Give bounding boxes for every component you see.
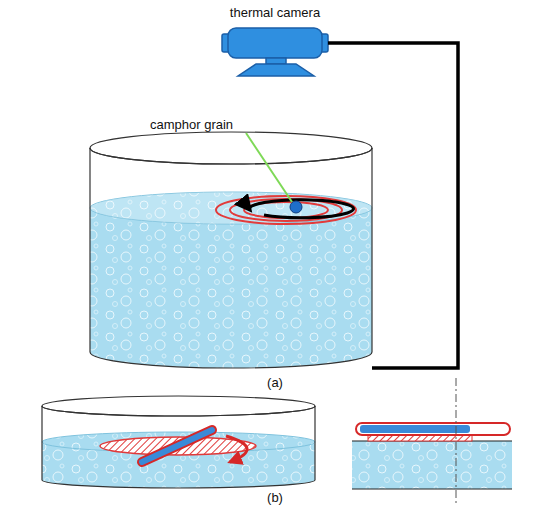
panel-label: (b) [267, 491, 283, 505]
petri-dish-side [42, 396, 315, 488]
panel-label: (a) [267, 376, 283, 390]
cross-section [352, 378, 512, 504]
part-label: thermal camera [230, 6, 320, 20]
petri-dish [90, 132, 372, 368]
camphor-motion [216, 133, 356, 224]
part-label: camphor grain [150, 118, 233, 132]
thermal-camera [222, 28, 328, 76]
leader-line [246, 133, 292, 202]
